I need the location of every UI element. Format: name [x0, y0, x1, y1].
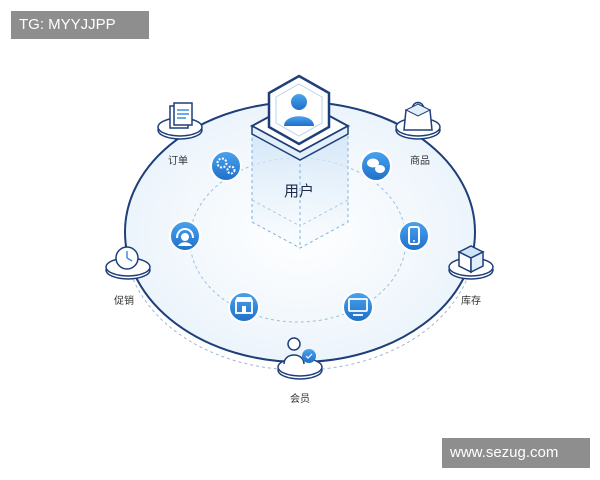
gears-icon	[210, 150, 242, 182]
wechat-icon	[360, 150, 392, 182]
node-product: 商品	[395, 101, 441, 167]
shopping-bag-icon	[403, 101, 433, 131]
watermark-top-left: TG: MYYJJPP	[11, 11, 149, 39]
center-label: 用户	[284, 182, 314, 200]
headset-icon	[169, 220, 201, 252]
member-icon	[283, 337, 316, 365]
monitor-icon	[342, 291, 374, 323]
clock-icon	[115, 246, 139, 270]
user-icon	[284, 94, 314, 126]
node-product-label: 商品	[410, 154, 430, 167]
node-inventory-label: 库存	[461, 294, 481, 307]
node-promotion-label: 促销	[114, 294, 134, 307]
node-promotion: 促销	[105, 246, 151, 307]
shop-icon	[228, 291, 260, 323]
node-inventory: 库存	[448, 245, 494, 307]
node-member: 会员	[277, 337, 323, 405]
watermark-bottom-right: www.sezug.com	[442, 438, 590, 468]
phone-icon	[398, 220, 430, 252]
box-icon	[457, 245, 485, 274]
node-member-label: 会员	[290, 392, 310, 405]
node-order-label: 订单	[168, 155, 188, 167]
document-icon	[169, 102, 193, 129]
user-hexagon	[267, 74, 331, 146]
node-order: 订单	[157, 102, 203, 167]
